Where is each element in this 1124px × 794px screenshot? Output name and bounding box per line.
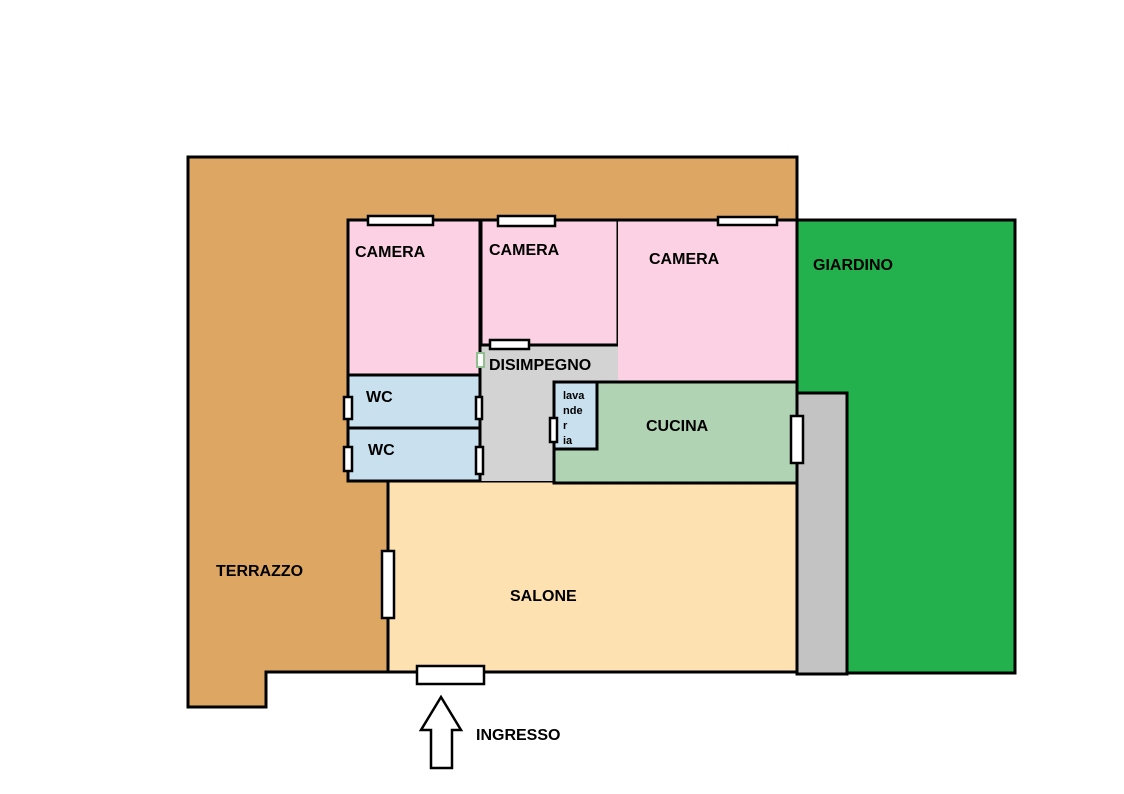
label-lavanderia-2: nde <box>563 405 583 417</box>
label-camera-1: CAMERA <box>355 244 426 261</box>
label-cucina: CUCINA <box>646 418 709 435</box>
door-wc-1 <box>474 395 484 421</box>
door-wc-2 <box>474 445 485 476</box>
window-camera-2 <box>496 214 557 228</box>
window-wc-1 <box>342 395 354 421</box>
label-salone: SALONE <box>510 588 577 605</box>
entrance-arrow-icon <box>418 694 464 770</box>
entrance-door <box>415 664 486 686</box>
window-cucina <box>789 414 805 465</box>
door-disimpegno <box>476 352 485 368</box>
label-camera-3: CAMERA <box>649 251 720 268</box>
label-camera-2: CAMERA <box>489 242 560 259</box>
label-disimpegno: DISIMPEGNO <box>489 357 591 374</box>
camera-2-area <box>479 218 620 347</box>
label-giardino: GIARDINO <box>813 257 893 274</box>
label-wc-1: WC <box>366 389 393 406</box>
door-camera-2 <box>488 338 531 351</box>
salone-area <box>386 479 799 674</box>
camera-3-area <box>618 220 797 382</box>
disimpegno-lower <box>480 380 554 481</box>
label-lavanderia-4: ia <box>563 435 573 447</box>
camera-3-walls <box>618 218 799 382</box>
label-ingresso: INGRESSO <box>476 727 560 744</box>
label-lavanderia-3: r <box>563 420 568 432</box>
door-lavanderia <box>548 416 559 444</box>
lavanderia-area <box>552 380 599 451</box>
window-camera-3 <box>716 215 779 227</box>
label-lavanderia-1: lava <box>563 390 585 402</box>
window-wc-2 <box>342 445 354 473</box>
label-terrazzo: TERRAZZO <box>216 563 303 580</box>
side-strip <box>795 391 849 676</box>
window-salone-terrazzo <box>380 549 396 620</box>
label-wc-2: WC <box>368 442 395 459</box>
window-camera-1 <box>366 214 435 227</box>
